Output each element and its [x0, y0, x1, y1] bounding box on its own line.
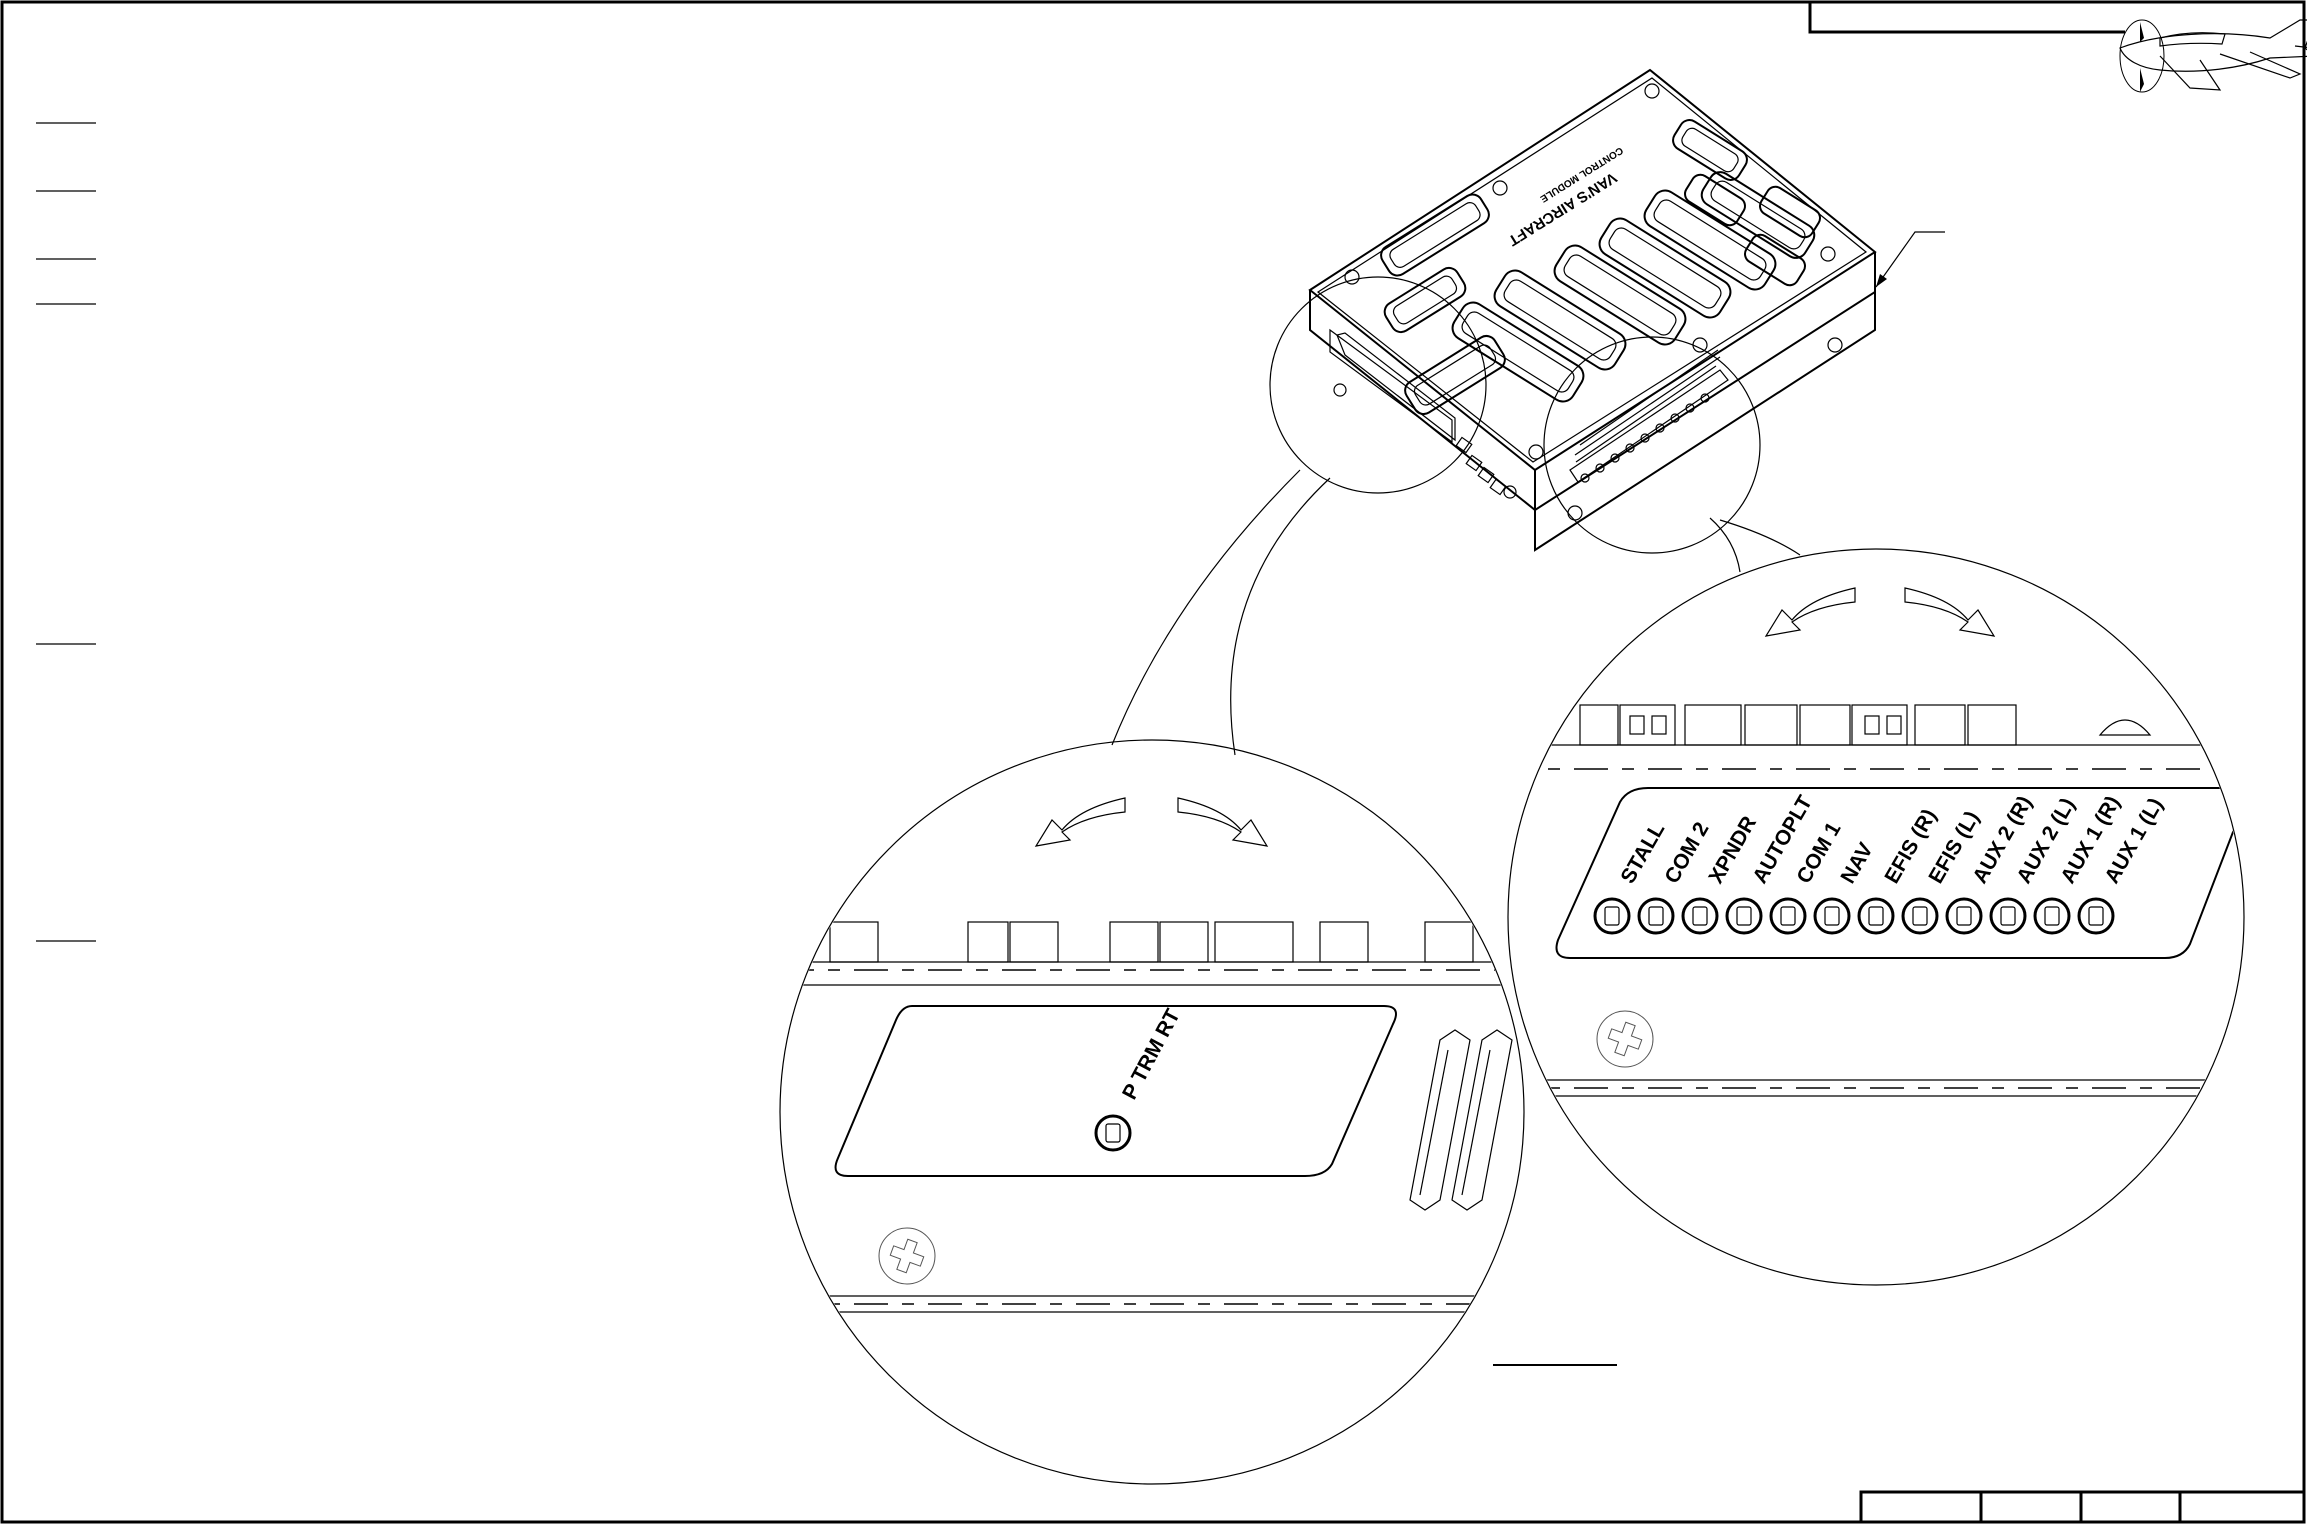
led-xpndr — [1681, 897, 1719, 935]
label-nav: NAV — [1836, 839, 1877, 888]
led-stall — [1593, 897, 1631, 935]
aircraft-logo-icon — [2119, 19, 2307, 93]
detail-callout-small-left — [1269, 276, 1487, 494]
led-efis-r — [1857, 897, 1895, 935]
detail-left: P TRM RT — [779, 739, 1525, 1485]
phillips-screw-icon — [878, 1227, 936, 1285]
leader-arrow — [1875, 231, 1945, 288]
label-p-trm-rt: P TRM RT — [1118, 1005, 1185, 1103]
led-aux-2-r — [1945, 897, 1983, 935]
rotate-clockwise-arrow-icon — [1904, 587, 1996, 637]
led-aux-1-l — [2077, 897, 2115, 935]
led-com-1 — [1769, 897, 1807, 935]
led-autoplt — [1725, 897, 1763, 935]
note-lines — [36, 122, 96, 942]
led-aux-1-r — [2033, 897, 2071, 935]
rotate-counterclockwise-arrow-icon — [1764, 587, 1856, 637]
led-nav — [1813, 897, 1851, 935]
detail-callout-small-right — [1543, 336, 1761, 554]
title-block-bottom — [1859, 1490, 2304, 1522]
led-p-trm-rt — [1094, 1114, 1132, 1152]
fuse-cluster — [1455, 436, 1507, 496]
rotate-counterclockwise-arrow-icon — [1034, 797, 1126, 847]
detail-right: STALL COM 2 XPNDR AUTOPLT COM 1 NAV EFIS… — [1507, 548, 2245, 1286]
led-efis-l — [1901, 897, 1939, 935]
phillips-screw-icon — [1596, 1010, 1654, 1068]
led-aux-2-l — [1989, 897, 2027, 935]
control-module: VAN'S AIRCRAFT CONTROL MODULE — [1308, 68, 1877, 552]
rotate-clockwise-arrow-icon — [1177, 797, 1269, 847]
led-row — [1593, 897, 2115, 935]
title-block-top — [1808, 2, 2125, 34]
led-com-2 — [1637, 897, 1675, 935]
